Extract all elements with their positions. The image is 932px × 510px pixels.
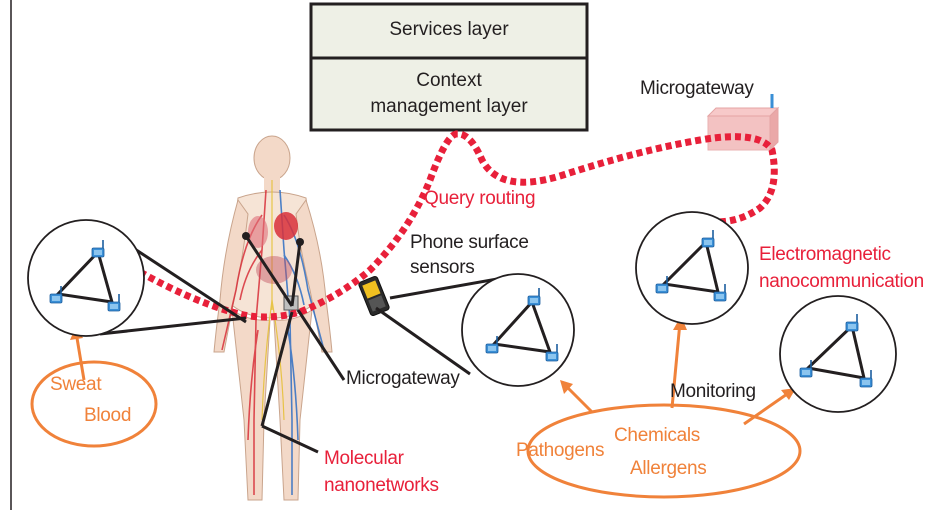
- sweat-label: Sweat: [50, 374, 101, 396]
- allergens-label: Allergens: [630, 458, 707, 480]
- chemicals-label: Chemicals: [614, 425, 700, 447]
- smartphone-icon: [358, 276, 390, 317]
- phone-sensors-label-line2: sensors: [410, 257, 474, 279]
- molecular-label-line2: nanonetworks: [324, 475, 439, 497]
- pathogens-label: Pathogens: [516, 440, 604, 462]
- monitoring-label: Monitoring: [670, 381, 756, 403]
- query-routing-label: Query routing: [424, 188, 535, 210]
- nanonetwork-cluster-right-bottom: [780, 296, 896, 412]
- molecular-label-line1: Molecular: [324, 448, 404, 470]
- nanonetwork-cluster-left: [28, 220, 144, 336]
- context-layer-label-line1: Context: [311, 68, 587, 94]
- microgateway-top-label: Microgateway: [640, 78, 754, 100]
- services-layer-label: Services layer: [311, 17, 587, 43]
- blood-label: Blood: [84, 405, 131, 427]
- em-nanocomm-label-line1: Electromagnetic: [759, 244, 891, 266]
- nanonetwork-cluster-right-top: [636, 212, 748, 324]
- microgateway-body-label: Microgateway: [346, 368, 460, 390]
- nanonetwork-cluster-phone: [462, 274, 574, 386]
- context-layer-label-line2: management layer: [311, 94, 587, 120]
- em-nanocomm-label-line2: nanocommunication: [759, 271, 924, 293]
- phone-sensors-label-line1: Phone surface: [410, 232, 529, 254]
